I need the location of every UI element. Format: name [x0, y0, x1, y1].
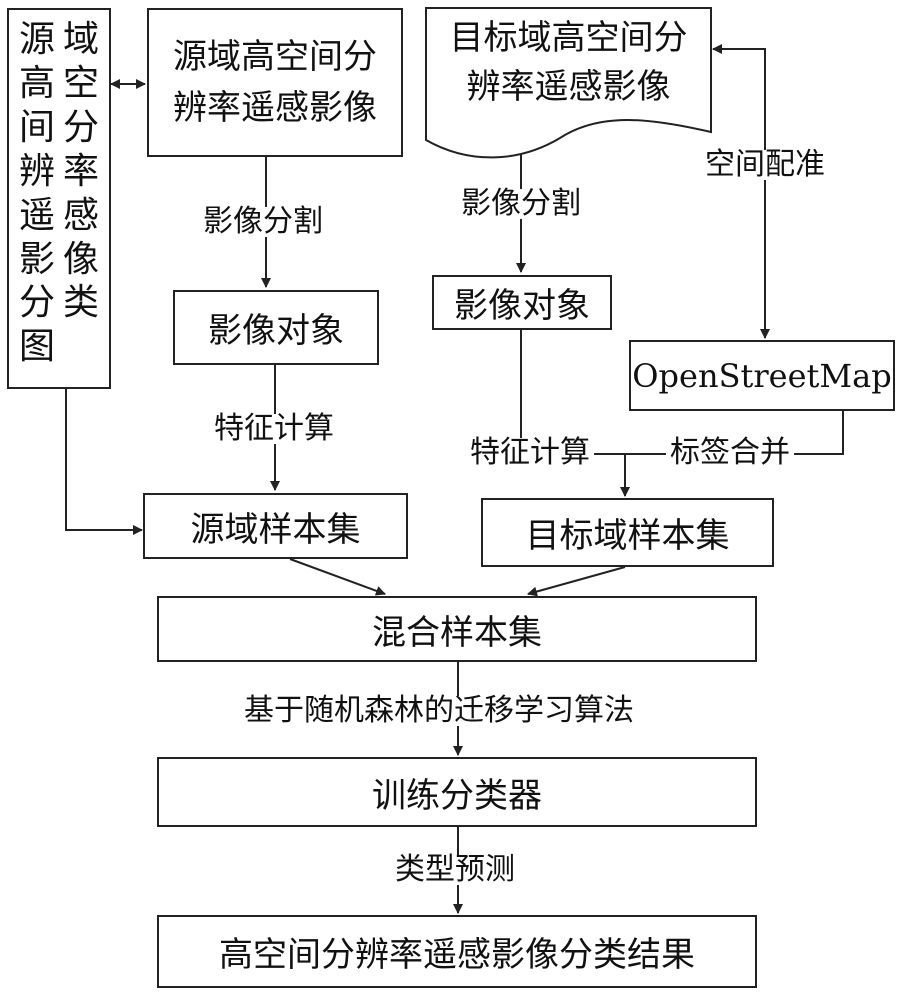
map-char: 图: [19, 325, 55, 369]
map-char: 辨: [19, 150, 55, 194]
source-image-line2: 辨率遥感影像: [173, 83, 377, 134]
arrow-spatial-registration: [713, 49, 765, 338]
map-char: 类: [63, 281, 99, 325]
map-char: 高: [19, 62, 55, 106]
label-registration: 空间配准: [705, 150, 825, 180]
target-image-text: 目标域高空间分 辨率遥感影像: [426, 14, 711, 113]
source-objects-box: 影像对象: [173, 290, 379, 365]
label-label-merge: 标签合并: [666, 438, 794, 468]
target-image-line1: 目标域高空间分: [426, 14, 711, 63]
map-char: 像: [63, 238, 99, 282]
label-seg-left: 影像分割: [203, 207, 323, 237]
map-char: 分: [63, 106, 99, 150]
arrow-target-features: [521, 330, 625, 496]
target-samples-box: 目标域样本集: [481, 498, 774, 567]
map-char: 空: [63, 62, 99, 106]
mixed-samples-box: 混合样本集: [157, 596, 757, 662]
map-char: 域: [63, 18, 99, 62]
arrow-source-to-mixed: [290, 559, 385, 594]
classifier-box: 训练分类器: [157, 757, 757, 827]
map-char: 感: [63, 194, 99, 238]
result-box: 高空间分辨率遥感影像分类结果: [157, 915, 757, 988]
map-char: 间: [19, 106, 55, 150]
map-char: 遥: [19, 194, 55, 238]
label-type-prediction: 类型预测: [395, 855, 515, 885]
map-char: 分: [19, 281, 55, 325]
source-samples-box: 源域样本集: [143, 493, 408, 559]
arrow-map-to-samples: [66, 389, 142, 530]
target-objects-box: 影像对象: [432, 275, 612, 330]
map-char: 源: [19, 18, 55, 62]
label-transfer-learning: 基于随机森林的迁移学习算法: [244, 696, 634, 726]
source-map-col1: 源 高 间 辨 遥 影 分 图: [19, 18, 55, 369]
label-feat-right: 特征计算: [470, 438, 594, 468]
target-image-line2: 辨率遥感影像: [426, 63, 711, 112]
arrow-target-to-mixed: [528, 567, 625, 594]
label-feat-left: 特征计算: [214, 414, 334, 444]
source-image-box: 源域高空间分 辨率遥感影像: [147, 8, 403, 157]
map-char: 影: [19, 238, 55, 282]
osm-box: OpenStreetMap: [629, 340, 895, 411]
label-seg-right: 影像分割: [461, 189, 581, 219]
source-image-line1: 源域高空间分: [173, 32, 377, 83]
source-classification-map-box: 源 高 间 辨 遥 影 分 图 域 空 分 率 感 像 类: [7, 8, 111, 389]
source-map-col2: 域 空 分 率 感 像 类: [63, 18, 99, 325]
map-char: 率: [63, 150, 99, 194]
